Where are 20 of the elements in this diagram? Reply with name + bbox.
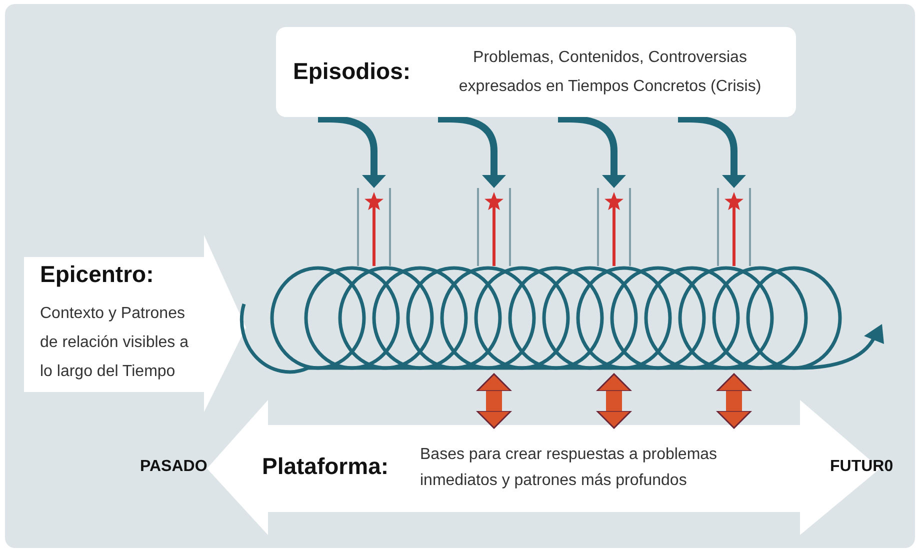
double-arrow [716, 373, 752, 429]
timeline-label: FUTUR0 [830, 458, 894, 476]
double-arrow [596, 373, 632, 429]
description-text: Contexto y Patrones de relación visibles a lo largo del Tiempo [40, 304, 190, 382]
curved-arrow [438, 116, 506, 188]
star-marker [716, 188, 752, 266]
timeline-label: PASADO [140, 458, 208, 476]
star-marker [356, 188, 392, 266]
text-box [276, 27, 796, 117]
star-marker [476, 188, 512, 266]
curved-arrow [558, 116, 626, 188]
curved-arrow [678, 116, 746, 188]
star-marker [596, 188, 632, 266]
curved-arrow [318, 116, 386, 188]
heading: Episodios: [293, 58, 411, 85]
description-text: Problemas, Contenidos, Controversias expresados en Tiempos Concretos (Crisis) [458, 48, 762, 97]
heading: Epicentro: [40, 261, 154, 288]
double-arrow [476, 373, 512, 429]
description-text: Bases para crear respuestas a problemas inmediatos y patrones más profundos [420, 445, 718, 491]
heading: Plataforma: [262, 453, 389, 480]
